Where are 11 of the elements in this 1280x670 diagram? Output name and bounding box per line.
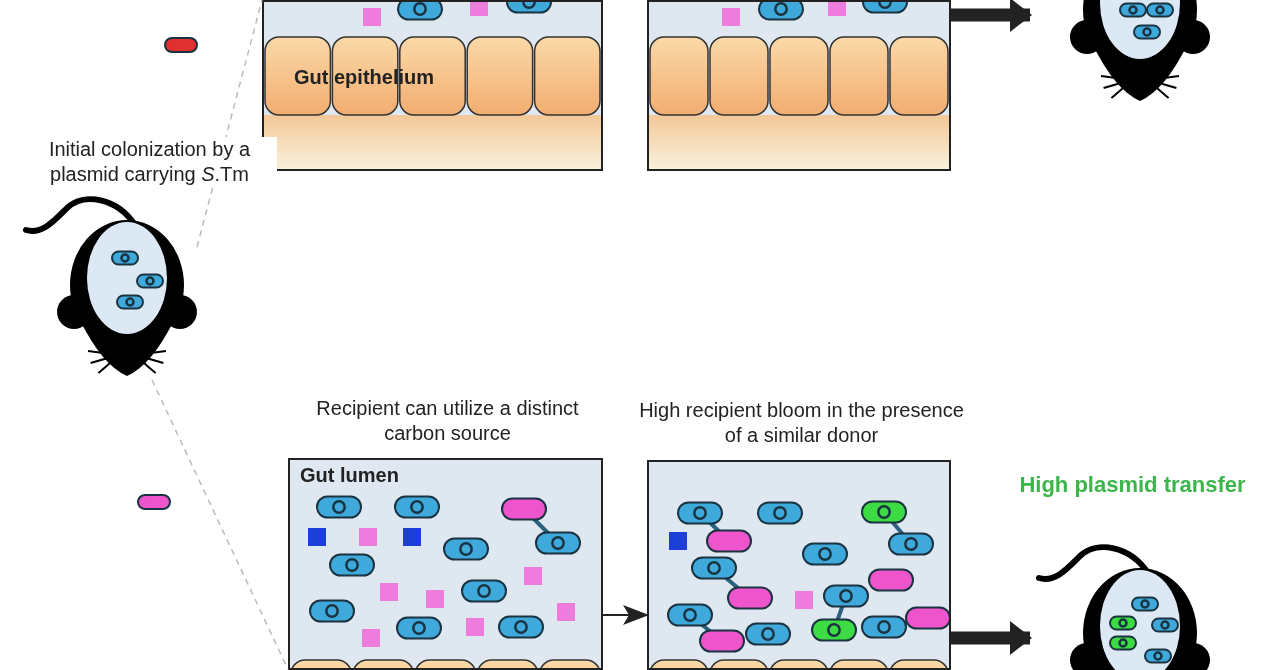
dashed-line bbox=[196, 0, 263, 248]
panel-heading: Recipient can utilize a distinct carbon source bbox=[315, 396, 580, 446]
dashed-line bbox=[151, 379, 289, 670]
arrow bbox=[951, 621, 1032, 655]
arrow bbox=[951, 0, 1032, 32]
panel-heading: High recipient bloom in the presence of a similar donor bbox=[639, 398, 964, 448]
gut-panel bbox=[262, 0, 603, 171]
arrow bbox=[602, 605, 649, 625]
result-heading: High plasmid transfer bbox=[1018, 472, 1247, 497]
region-label: Gut lumen bbox=[300, 464, 399, 487]
gut-panel bbox=[647, 0, 951, 171]
